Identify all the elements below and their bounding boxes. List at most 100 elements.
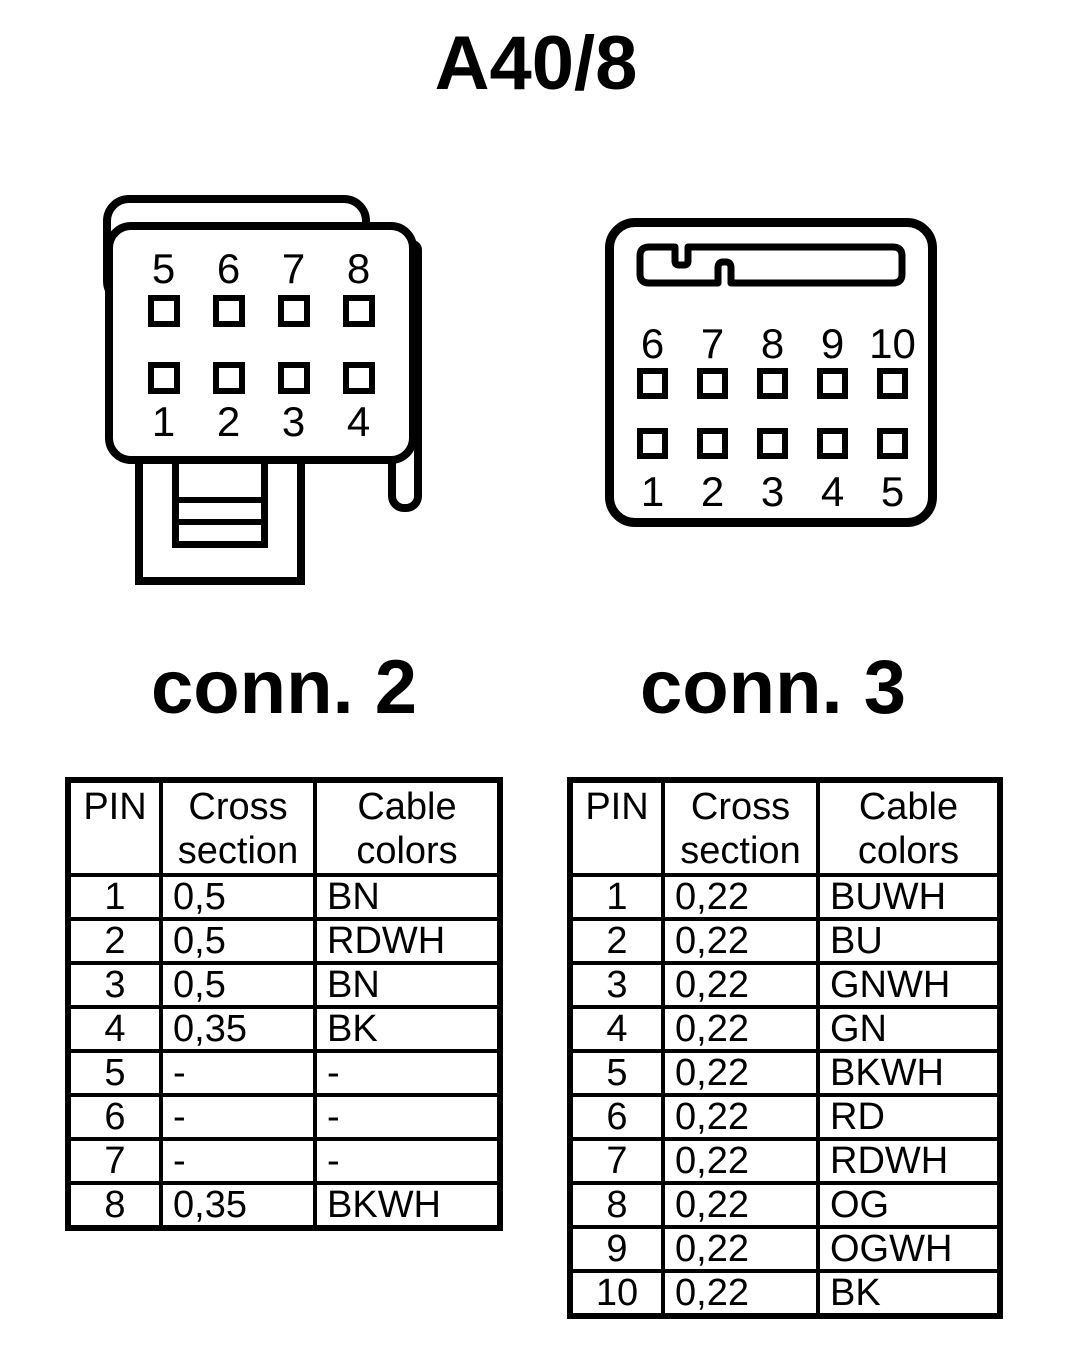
pin-number-label: 9	[820, 320, 845, 367]
table-cell: 0,22	[661, 1137, 820, 1185]
pin-cell	[683, 428, 743, 459]
pin-cell	[683, 368, 743, 399]
table-cell: BU	[816, 917, 1002, 965]
pin-cell	[131, 295, 196, 327]
table-cell: 6	[66, 1093, 163, 1141]
pin-cell	[623, 428, 683, 459]
table-cell: 0,22	[661, 917, 820, 965]
table-cell: BKWH	[313, 1181, 502, 1230]
pin-cell: 8	[326, 248, 391, 290]
table-cell: 4	[568, 1005, 665, 1053]
pin-number-label: 4	[346, 398, 371, 445]
pin-cell	[261, 295, 326, 327]
pin-square-row-top	[115, 295, 407, 327]
table-cell: 1	[66, 873, 163, 921]
table-cell: 7	[66, 1137, 163, 1185]
pin-number-label: 7	[700, 320, 725, 367]
table-cell: RD	[816, 1093, 1002, 1141]
table-cell: 9	[568, 1225, 665, 1273]
table-cell: -	[159, 1093, 317, 1141]
table-cell: 4	[66, 1005, 163, 1053]
tab-rib-line	[179, 519, 261, 525]
pin-cell: 10	[863, 323, 923, 365]
pin-cell	[326, 295, 391, 327]
table-cell: RDWH	[313, 917, 502, 965]
pin-cell: 5	[131, 248, 196, 290]
column-header: Cable colors	[313, 778, 502, 877]
table-cell: 0,22	[661, 1049, 820, 1097]
pin-square	[637, 428, 668, 459]
pin-square	[817, 428, 848, 459]
table-cell: 5	[568, 1049, 665, 1097]
table-cell: BN	[313, 873, 502, 921]
pin-square	[342, 295, 375, 327]
pin-cell: 4	[326, 401, 391, 443]
pin-number-label: 5	[880, 468, 905, 515]
pin-cell	[196, 362, 261, 394]
tab-rib-line	[179, 497, 261, 503]
table-cell: -	[313, 1137, 502, 1185]
table-cell: 0,22	[661, 1269, 820, 1318]
pin-cell	[131, 362, 196, 394]
pin-square	[277, 295, 310, 327]
pin-cell: 6	[623, 323, 683, 365]
pin-number-label: 10	[869, 320, 916, 367]
pin-square	[277, 362, 310, 394]
pin-number-label: 2	[700, 468, 725, 515]
connector-bottom-tab-inner	[172, 456, 268, 548]
keyway-slot-icon	[636, 243, 906, 287]
caption-conn3: conn. 3	[639, 645, 907, 730]
pin-number-label: 3	[281, 398, 306, 445]
table-cell: -	[313, 1093, 502, 1141]
column-header: PIN	[66, 778, 163, 877]
table-cell: 3	[66, 961, 163, 1009]
pin-cell: 8	[743, 323, 803, 365]
table-cell: 7	[568, 1137, 665, 1185]
table-cell: 0,22	[661, 961, 820, 1009]
pin-number-label: 2	[216, 398, 241, 445]
pin-number-label: 8	[346, 245, 371, 292]
pin-square	[212, 295, 245, 327]
pin-square	[757, 428, 788, 459]
table-cell: 0,5	[159, 917, 317, 965]
pin-square	[817, 368, 848, 399]
caption-conn2: conn. 2	[150, 645, 418, 730]
pin-number-label: 6	[640, 320, 665, 367]
table-cell: 1	[568, 873, 665, 921]
pin-cell: 9	[803, 323, 863, 365]
table-cell: RDWH	[816, 1137, 1002, 1185]
pin-cell: 4	[803, 471, 863, 513]
pin-cell: 1	[623, 471, 683, 513]
pin-cell: 2	[683, 471, 743, 513]
table-cell: 2	[66, 917, 163, 965]
pin-square	[637, 368, 668, 399]
table-row: 6--	[66, 1093, 502, 1141]
pin-cell	[863, 428, 923, 459]
pin-cell: 1	[131, 401, 196, 443]
table-cell: 2	[568, 917, 665, 965]
column-header: Cross section	[661, 778, 820, 877]
table-cell: GN	[816, 1005, 1002, 1053]
table-cell: 0,22	[661, 1005, 820, 1053]
pin-cell: 6	[196, 248, 261, 290]
table-cell: 8	[568, 1181, 665, 1229]
table-cell: 0,35	[159, 1005, 317, 1053]
table-cell: OG	[816, 1181, 1002, 1229]
